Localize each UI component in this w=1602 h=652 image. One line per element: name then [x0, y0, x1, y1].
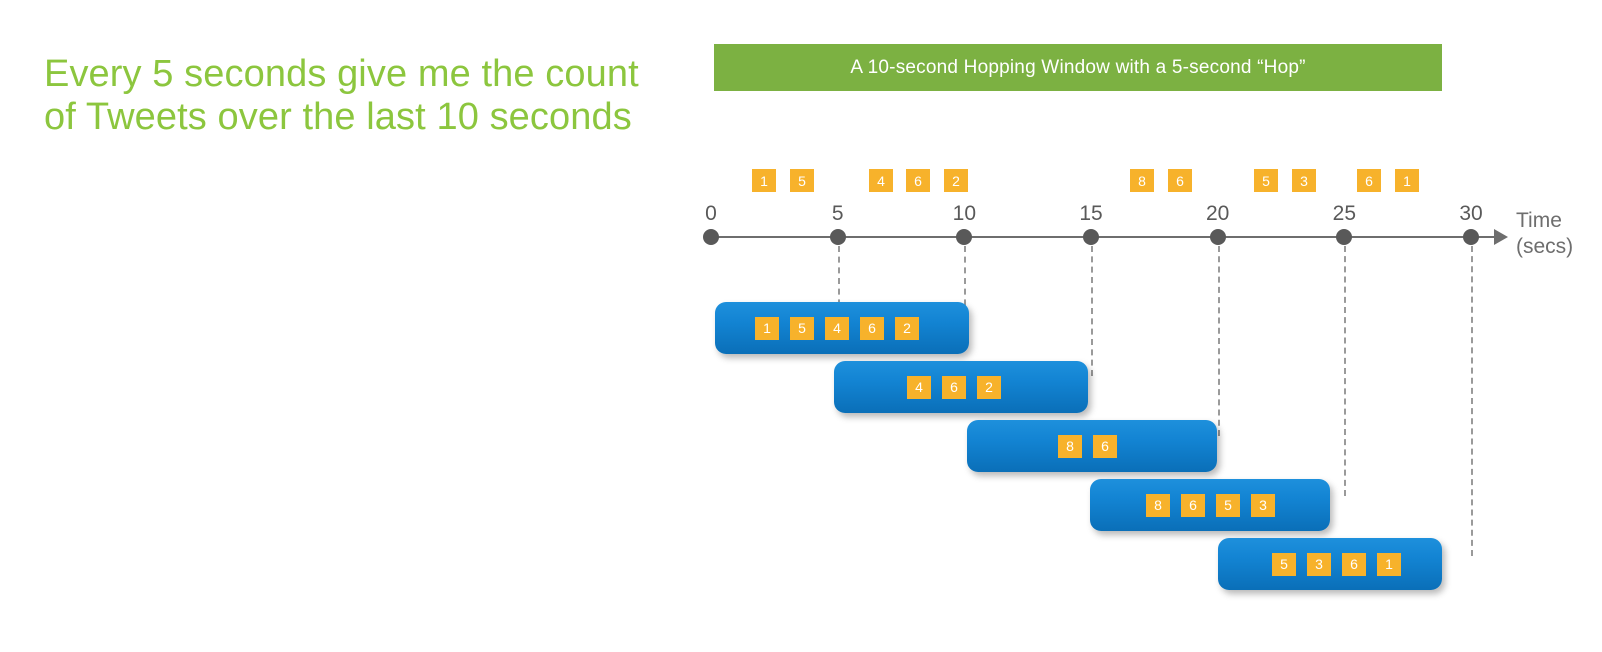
axis-tick-label-30: 30	[1459, 202, 1483, 225]
tweet-chip: 1	[752, 169, 776, 192]
axis-tick-label-15: 15	[1079, 202, 1103, 225]
axis-tick-dot-5	[829, 229, 846, 245]
axis-tick-label-5: 5	[831, 202, 844, 225]
axis-tick-dot-25	[1336, 229, 1353, 245]
axis-tick-dot-15	[1083, 229, 1099, 245]
axis-tick-label-0: 0	[705, 202, 717, 225]
window-tweet-chip: 4	[907, 375, 931, 399]
tweet-chip: 5	[790, 169, 814, 192]
drop-line-30	[1471, 246, 1473, 556]
banner-title: A 10-second Hopping Window with a 5-seco…	[850, 56, 1306, 78]
window-tweet-chip: 3	[1251, 493, 1275, 517]
tweet-chip: 2	[944, 169, 968, 192]
axis-tick-label-10: 10	[952, 202, 977, 225]
window-tweet-chip: 1	[1377, 552, 1401, 576]
axis-tick-dot-30	[1463, 229, 1479, 245]
window-tweet-chip: 6	[1342, 552, 1366, 576]
window-tweet-chip: 6	[1093, 434, 1117, 458]
headline-text: Every 5 seconds give me the count of Twe…	[44, 53, 639, 138]
drop-line-15	[1091, 246, 1093, 376]
tweet-chip: 5	[1254, 169, 1278, 192]
window-tweet-chip: 6	[942, 375, 966, 399]
window-tweet-chip: 1	[755, 316, 779, 340]
axis-tick-dot-0	[703, 229, 719, 245]
time-axis-arrow-icon	[1494, 229, 1508, 245]
window-tweet-chip: 6	[860, 316, 884, 340]
tweet-chip: 8	[1130, 169, 1154, 192]
window-tweet-chip: 5	[790, 316, 814, 340]
axis-tick-dot-10	[956, 229, 973, 245]
tweet-chip: 1	[1395, 169, 1419, 192]
window-tweet-chip: 2	[977, 375, 1001, 399]
window-tweet-chip: 5	[1272, 552, 1296, 576]
window-tweet-chip: 5	[1216, 493, 1240, 517]
tweet-chip: 4	[869, 169, 893, 192]
window-tweet-chip: 6	[1181, 493, 1205, 517]
window-tweet-chip: 8	[1146, 493, 1170, 517]
tweet-chip: 3	[1292, 169, 1316, 192]
axis-title-line1: Time	[1516, 209, 1562, 232]
tweet-chip: 6	[906, 169, 930, 192]
time-axis-line	[711, 236, 1501, 238]
axis-tick-dot-20	[1209, 229, 1226, 245]
window-tweet-chip: 3	[1307, 552, 1331, 576]
drop-line-25	[1344, 246, 1347, 496]
axis-tick-label-20: 20	[1205, 202, 1230, 225]
drop-line-20	[1217, 246, 1220, 436]
axis-title: Time (secs)	[1516, 208, 1573, 260]
window-tweet-chip: 8	[1058, 434, 1082, 458]
drop-line-5	[837, 246, 840, 316]
tweet-chip: 6	[1357, 169, 1381, 192]
drop-line-10	[964, 246, 967, 316]
axis-tick-label-25: 25	[1332, 202, 1357, 225]
axis-title-line2: (secs)	[1516, 235, 1574, 258]
window-tweet-chip: 2	[895, 316, 919, 340]
banner: A 10-second Hopping Window with a 5-seco…	[714, 44, 1442, 91]
tweet-chip: 6	[1168, 169, 1192, 192]
window-tweet-chip: 4	[825, 316, 849, 340]
